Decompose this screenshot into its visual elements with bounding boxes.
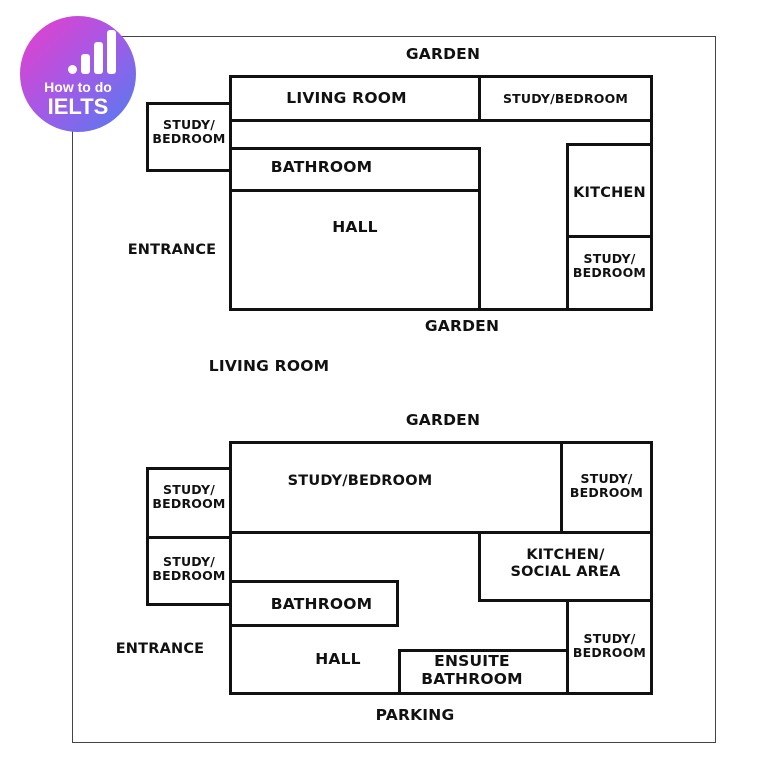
room-bathroom-2 xyxy=(229,580,399,627)
label-ensuite-bathroom: ENSUITE BATHROOM xyxy=(421,652,523,688)
room-study-bedroom-large xyxy=(229,441,563,534)
logo-bar xyxy=(107,30,116,74)
label-hall: HALL xyxy=(332,218,378,236)
label-garden-top-2: GARDEN xyxy=(405,411,481,429)
label-hall-2: HALL xyxy=(315,650,361,668)
room-kitchen xyxy=(566,143,653,238)
room-ensuite-bathroom xyxy=(398,649,569,695)
label-study-bedroom-large: STUDY/BEDROOM xyxy=(287,473,433,489)
label-bathroom-2: BATHROOM xyxy=(270,595,373,613)
logo-text-line2: IELTS xyxy=(47,94,109,119)
room-study-bedroom-left xyxy=(146,102,232,172)
room-hall xyxy=(229,189,481,311)
label-study-bedroom-top-right-2: STUDY/ BEDROOM xyxy=(569,471,644,501)
label-kitchen: KITCHEN xyxy=(573,185,646,201)
label-study-bedroom-left-lower: STUDY/ BEDROOM xyxy=(152,554,226,584)
label-parking: PARKING xyxy=(375,706,455,724)
room-study-bedroom-left-upper xyxy=(146,467,232,539)
label-garden-top: GARDEN xyxy=(405,45,481,63)
label-living-room-heading: LIVING ROOM xyxy=(208,357,330,375)
label-study-bedroom-left-upper: STUDY/ BEDROOM xyxy=(152,482,226,512)
label-entrance-2: ENTRANCE xyxy=(115,641,205,657)
label-study-bedroom-bottom-right: STUDY/ BEDROOM xyxy=(572,251,647,281)
room-living-room xyxy=(229,75,481,122)
logo-text-line1: How to do xyxy=(44,79,112,95)
logo-bar xyxy=(81,54,90,74)
label-garden-bottom: GARDEN xyxy=(424,317,500,335)
room-study-bedroom-left-lower xyxy=(146,536,232,606)
label-living-room: LIVING ROOM xyxy=(286,89,407,107)
room-kitchen-social-area xyxy=(478,531,653,602)
label-kitchen-social-area: KITCHEN/ SOCIAL AREA xyxy=(510,547,621,580)
diagram-frame xyxy=(72,36,716,743)
label-study-bedroom-bottom-right-2: STUDY/ BEDROOM xyxy=(572,631,647,661)
logo-bar-dot xyxy=(68,65,77,74)
label-entrance: ENTRANCE xyxy=(127,242,217,258)
room-study-bedroom-bottom-right-2 xyxy=(566,599,653,695)
ielts-logo: How to do IELTS xyxy=(20,16,136,132)
logo-bar xyxy=(94,42,103,74)
room-study-bedroom-bottom-right xyxy=(566,235,653,311)
label-study-bedroom-left: STUDY/ BEDROOM xyxy=(152,117,226,147)
room-study-bedroom-top-right xyxy=(478,75,653,122)
label-study-bedroom-top-right: STUDY/BEDROOM xyxy=(502,91,629,106)
room-study-bedroom-top-right-2 xyxy=(560,441,653,534)
label-bathroom: BATHROOM xyxy=(270,158,373,176)
